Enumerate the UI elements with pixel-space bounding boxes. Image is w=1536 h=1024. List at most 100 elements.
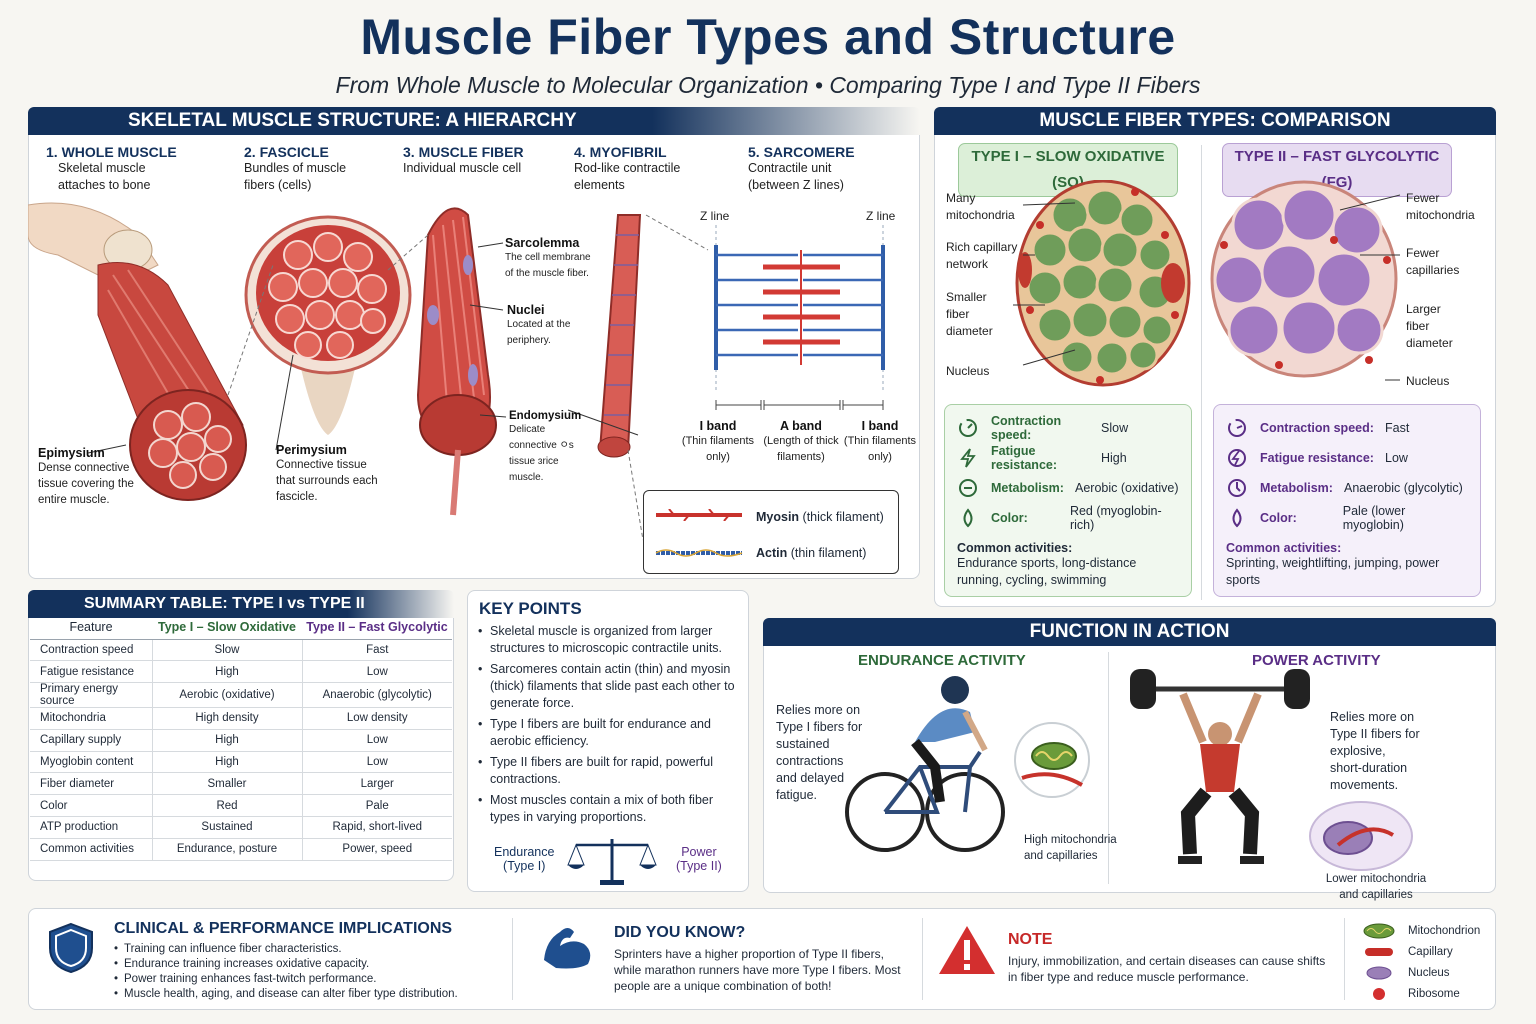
table-cell-feature: Primary energy source <box>30 682 153 709</box>
table-cell-type1: Endurance, posture <box>152 838 303 861</box>
prop-value: High <box>1101 451 1127 465</box>
sarcomere-illustration <box>714 225 885 410</box>
legend-label: Capillary <box>1408 945 1453 958</box>
step-desc: Rod-like contractile elements <box>574 161 681 192</box>
type2-common-text: Sprinting, weightlifting, jumping, power… <box>1226 556 1440 587</box>
legend-item: Ribosome <box>1362 983 1480 1004</box>
power-title: POWER ACTIVITY <box>1252 652 1381 669</box>
list-item: Type I fibers are built for endurance an… <box>478 716 740 750</box>
epimysium-label: Epimysium Dense connective tissue coveri… <box>38 446 148 508</box>
nuclei-label: Nuclei Located at the periphery. <box>507 303 587 349</box>
type1-label-capillary: Rich capillary network <box>946 240 1018 271</box>
col-type2: Type II – Fast Glycolytic <box>302 615 452 640</box>
endomysium-desc: Delicate connective ㅇs tissue ɜrice musc… <box>509 424 574 483</box>
list-item: Sarcomeres contain actin (thin) and myos… <box>478 661 740 712</box>
table-cell-type1: High <box>152 660 303 684</box>
type2-prop-row: Metabolism: Anaerobic (glycolytic) <box>1226 473 1468 503</box>
mitochondria-circle-icon <box>1014 722 1090 798</box>
balance-scale-icon <box>567 839 657 885</box>
nucleus-icon <box>1366 966 1392 979</box>
type1-pill: TYPE I – SLOW OXIDATIVE (SO) <box>958 143 1178 197</box>
i-band-right: I band (Thin filaments only) <box>842 419 918 465</box>
type2-label-diameter: Larger fiber diameter <box>1406 302 1453 350</box>
comparison-leaders <box>1013 194 1401 381</box>
step-whole-muscle: 1. WHOLE MUSCLE Skeletal muscle attaches… <box>46 144 226 194</box>
table-cell-feature: Capillary supply <box>30 729 153 752</box>
endurance-text: Relies more on Type I fibers for sustain… <box>776 703 863 802</box>
metabolism-icon <box>1226 477 1248 499</box>
table-cell-type2: Low <box>302 751 452 774</box>
z-line-left-label: Z line <box>700 209 730 223</box>
table-cell-type1: Aerobic (oxidative) <box>152 682 303 709</box>
table-cell-type1: High density <box>152 707 303 730</box>
type2-properties: Contraction speed: Fast Fatigue resistan… <box>1213 404 1481 597</box>
legend-item: Mitochondrion <box>1362 920 1480 941</box>
type1-cross-section <box>1015 180 1191 387</box>
note-text: Injury, immobilization, and certain dise… <box>1008 954 1326 984</box>
actin-legend-text: Actin (thin filament) <box>756 546 866 560</box>
epimysium-desc: Dense connective tissue covering the ent… <box>38 462 134 506</box>
endurance-title: ENDURANCE ACTIVITY <box>858 652 1026 669</box>
type2-common-title: Common activities: <box>1226 541 1342 555</box>
table-cell-type2: Rapid, short-lived <box>302 816 452 839</box>
list-item: Endurance training increases oxidative c… <box>114 957 494 972</box>
table-cell-feature: Color <box>30 794 153 818</box>
balance-endurance-sub: (Type I) <box>503 859 546 873</box>
step-title: 4. MYOFIBRIL <box>574 144 667 160</box>
myosin-desc: (thick filament) <box>799 510 884 524</box>
i-band-left: I band (Thin filaments only) <box>680 419 756 465</box>
step-muscle-fiber: 3. MUSCLE FIBER Individual muscle cell <box>403 144 563 177</box>
type1-prop-row: Color: Red (myoglobin-rich) <box>957 503 1179 533</box>
table-cell-type2: Pale <box>302 794 452 818</box>
z-line-right-label: Z line <box>866 209 896 223</box>
endomysium-title: Endomysium <box>509 410 582 422</box>
epimysium-title: Epimysium <box>38 446 105 460</box>
table-cell-feature: Fiber diameter <box>30 772 153 796</box>
bottom-divider <box>922 918 923 1000</box>
bottom-divider <box>1344 918 1345 1000</box>
table-cell-type1: Smaller <box>152 772 303 796</box>
fascicle-illustration <box>244 215 412 435</box>
balance-power-label: Power <box>681 845 717 859</box>
comparison-banner: MUSCLE FIBER TYPES: COMPARISON <box>934 107 1496 135</box>
clinical-list: Training can influence fiber characteris… <box>114 942 494 1002</box>
a-band-desc: (Length of thick filaments) <box>763 435 839 463</box>
endomysium-label: Endomysium Delicate connective ㅇs tissue… <box>509 410 582 486</box>
table-cell-type2: Low <box>302 660 452 684</box>
table-cell-type2: Low <box>302 729 452 752</box>
whole-muscle-illustration <box>97 262 247 501</box>
myosin-icon <box>656 509 742 521</box>
hierarchy-banner: SKELETAL MUSCLE STRUCTURE: A HIERARCHY <box>28 107 920 135</box>
endurance-caption: High mitochondria and capillaries <box>1024 834 1117 862</box>
step-title: 5. SARCOMERE <box>748 144 855 160</box>
table-cell-type1: Slow <box>152 639 303 662</box>
nuclei-desc: Located at the periphery. <box>507 319 571 346</box>
list-item: Power training enhances fast-twitch perf… <box>114 972 494 987</box>
prop-value: Slow <box>1101 421 1129 435</box>
speed-gauge-icon <box>957 417 979 439</box>
type1-properties: Contraction speed: Slow Fatigue resistan… <box>944 404 1192 597</box>
type2-label-mitochondria: Fewer mitochondria <box>1406 191 1475 222</box>
type2-label-nucleus: Nucleus <box>1406 374 1450 388</box>
perimysium-title: Perimysium <box>276 443 347 457</box>
table-cell-type1: Red <box>152 794 303 818</box>
list-item: Type II fibers are built for rapid, powe… <box>478 754 740 788</box>
clinical-title: CLINICAL & PERFORMANCE IMPLICATIONS <box>114 920 453 937</box>
hierarchy-illustration <box>28 202 885 541</box>
flexed-arm-icon <box>544 928 591 969</box>
step-desc: Individual muscle cell <box>403 161 522 175</box>
summary-table: Feature Type I – Slow Oxidative Type II … <box>30 615 452 861</box>
a-band: A band (Length of thick filaments) <box>760 419 842 465</box>
actin-desc: (thin filament) <box>787 546 867 560</box>
nuclei-title: Nuclei <box>507 303 545 317</box>
table-cell-type2: Low density <box>302 707 452 730</box>
page-title: Muscle Fiber Types and Structure <box>360 9 1176 65</box>
